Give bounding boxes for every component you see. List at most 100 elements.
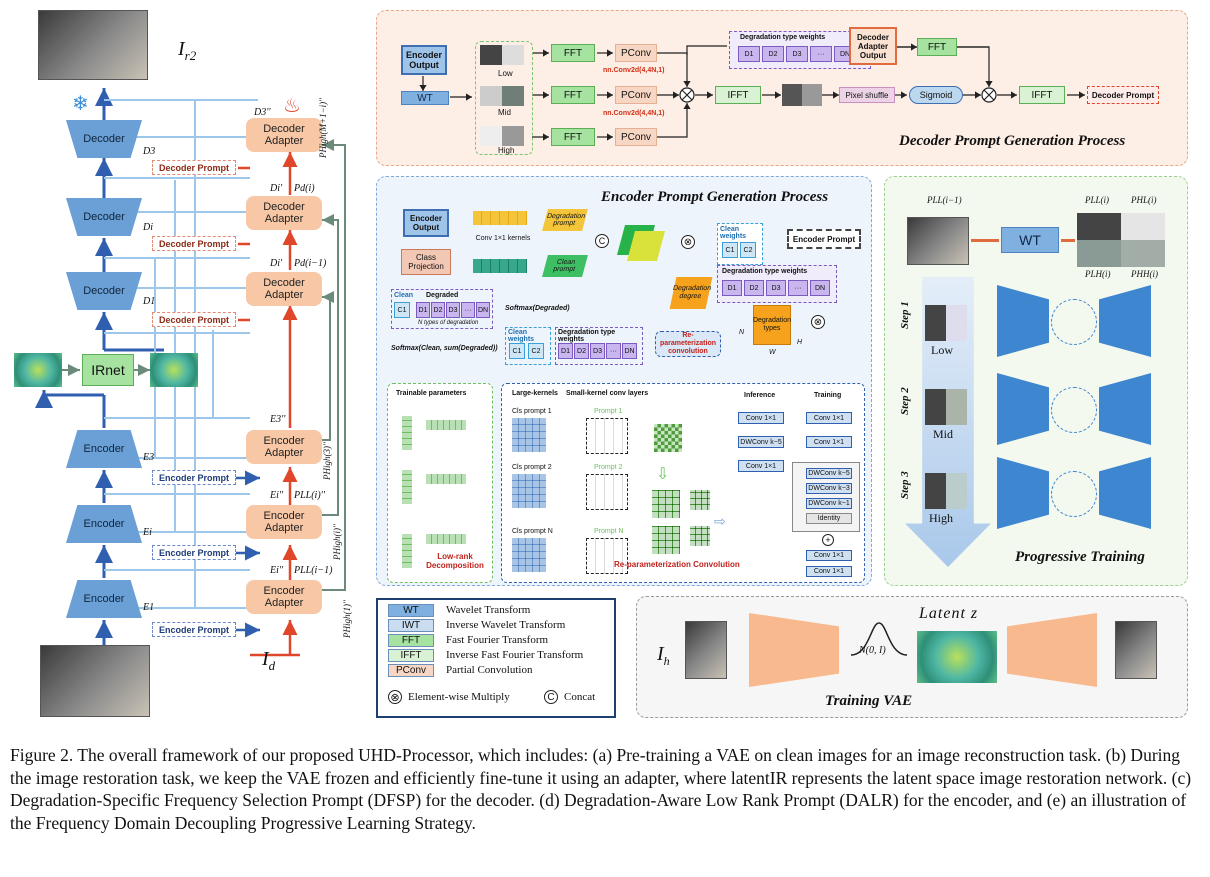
phh-out-label: PHH(i) xyxy=(1131,269,1158,279)
clean-weight-c1: C1 xyxy=(722,242,738,258)
mid-band-thumb xyxy=(480,86,502,106)
tr-dwconv1: DWConv k−1 xyxy=(806,498,852,509)
softmax-degraded: Softmax(Degraded) xyxy=(505,305,570,312)
decoder-prompt-i: Decoder Prompt xyxy=(152,236,236,251)
wavelet-output-grid xyxy=(1077,213,1165,267)
label-di: Di xyxy=(143,222,153,233)
band-thumb-2 xyxy=(502,45,524,65)
label-d1: D1 xyxy=(143,296,156,307)
legend-key-fft: FFT xyxy=(388,634,434,647)
net-3-encoder xyxy=(997,457,1049,529)
ifft-box-1: IFFT xyxy=(715,86,761,104)
cls-kernel-2 xyxy=(512,474,546,508)
enc-deg-weights-items: D1 D2 D3 ··· DN xyxy=(722,280,830,296)
clean-weight-c2: C2 xyxy=(740,242,756,258)
arrow-from-wt xyxy=(1061,239,1075,242)
cls-prompt-1: Cls prompt 1 xyxy=(512,408,552,415)
decoder-block-1: Decoder xyxy=(66,272,142,310)
inf-dwconv: DWConv k−5 xyxy=(738,436,784,448)
prompt-n: Prompt N xyxy=(594,528,624,535)
vae-input-label: Ih xyxy=(657,643,670,668)
gaussian-svg xyxy=(850,622,908,656)
step-2-thumb xyxy=(925,389,967,425)
legend-desc-wt: Wavelet Transform xyxy=(446,604,531,616)
softmax-clean: Softmax(Clean, sum(Degraded)) xyxy=(391,345,498,352)
low-rank-row-2 xyxy=(426,474,466,484)
degradation-prompt-box: Degradation prompt xyxy=(542,209,588,231)
label-dip: Di' xyxy=(270,183,283,194)
decoder-panel-arrows xyxy=(419,43,1085,141)
dim-h: H xyxy=(797,339,803,346)
encoder-output-box: Encoder Output xyxy=(401,45,447,75)
clean-degraded-group: Clean C1 Degraded D1 D2 D3 ··· DN N type… xyxy=(391,289,493,329)
training-label: Training xyxy=(814,392,842,399)
degraded-d3: D3 xyxy=(446,302,460,318)
legend-key-ifft: IFFT xyxy=(388,649,434,662)
fft-box-4: FFT xyxy=(917,38,957,56)
prompt-2-grid xyxy=(586,474,628,510)
step-3-label: Step 3 xyxy=(899,471,911,499)
deg-weight-d3: D3 xyxy=(786,46,808,62)
conv-kernels-top xyxy=(473,211,527,225)
fft-box-3: FFT xyxy=(551,128,595,146)
large-kernels-label: Large-kernels xyxy=(512,390,558,397)
encoder-block-i: Encoder xyxy=(66,505,142,543)
degraded-dots: ··· xyxy=(461,302,475,318)
down-arrow: ⇩ xyxy=(656,466,670,483)
tr-conv-2: Conv 1×1 xyxy=(806,436,852,448)
tr-conv-3: Conv 1×1 xyxy=(806,550,852,561)
conv-note-1: nn.Conv2d(4,4N,1) xyxy=(603,67,665,74)
low-band-thumb xyxy=(480,45,502,65)
deg-weight-d2: D2 xyxy=(762,46,784,62)
n-types-label: N types of degradation xyxy=(418,320,479,326)
enc-deg-d3: D3 xyxy=(766,280,786,296)
step-2-level: Mid xyxy=(933,427,954,441)
step-3-level: High xyxy=(929,511,953,525)
pconv-box-3: PConv xyxy=(615,128,657,146)
step-1-thumb xyxy=(925,305,967,341)
progressive-title: Progressive Training xyxy=(1015,549,1145,565)
inf-conv-2: Conv 1×1 xyxy=(738,460,784,472)
encoder-prompt-output: Encoder Prompt xyxy=(787,229,861,249)
prompt-n-grid xyxy=(586,538,628,574)
tr-conv-4: Conv 1×1 xyxy=(806,566,852,577)
conv-kernels-label: Conv 1×1 kernels xyxy=(475,235,531,242)
band-thumb-6 xyxy=(502,126,524,146)
inference-label: Inference xyxy=(744,392,776,399)
merged-kernel-1 xyxy=(652,490,680,518)
deg-weights-title: Degradation type weights xyxy=(740,34,826,41)
degraded-image xyxy=(40,645,150,717)
phl-out-label: PHL(i) xyxy=(1131,195,1157,205)
label-d3pp: D3'' xyxy=(254,107,271,118)
vae-decoder xyxy=(1007,613,1097,687)
legend-concat-label: Concat xyxy=(564,691,596,703)
multiply-symbol-1: ⊗ xyxy=(681,235,695,249)
conv-kernels-bottom xyxy=(473,259,527,273)
merged-kernel-3 xyxy=(652,526,680,554)
trainable-params-panel: Trainable parameters Low-rank Decomposit… xyxy=(387,383,493,583)
pixel-shuffle-thumb xyxy=(782,84,822,106)
label-phigh-3: PHigh(i)'' xyxy=(332,524,342,560)
latent-z-label: Latent z xyxy=(919,605,979,622)
prompt-1: Prompt 1 xyxy=(594,408,623,415)
label-dip2: Di' xyxy=(270,258,283,269)
legend-desc-iwt: Inverse Wavelet Transform xyxy=(446,619,566,631)
legend-desc-fft: Fast Fourier Transform xyxy=(446,634,549,646)
label-phigh-1: PHigh(M+1−i)'' xyxy=(318,98,328,158)
clean-weight-c2-2: C2 xyxy=(528,343,544,359)
clean-c1: C1 xyxy=(394,302,410,318)
inf-conv-1: Conv 1×1 xyxy=(738,412,784,424)
high-label: High xyxy=(498,146,515,155)
gaussian-curve xyxy=(849,619,909,659)
restored-image xyxy=(38,10,148,80)
class-projection-box: Class Projection xyxy=(401,249,451,275)
net-2-latent xyxy=(1051,387,1097,433)
legend-key-wt: WT xyxy=(388,604,434,617)
deg-type-weights-items-2: D1 D2 D3 ··· DN xyxy=(558,343,637,359)
merged-kernel-2 xyxy=(690,490,710,510)
clean-label: Clean xyxy=(394,292,414,299)
svg-text:❄: ❄ xyxy=(72,93,89,115)
